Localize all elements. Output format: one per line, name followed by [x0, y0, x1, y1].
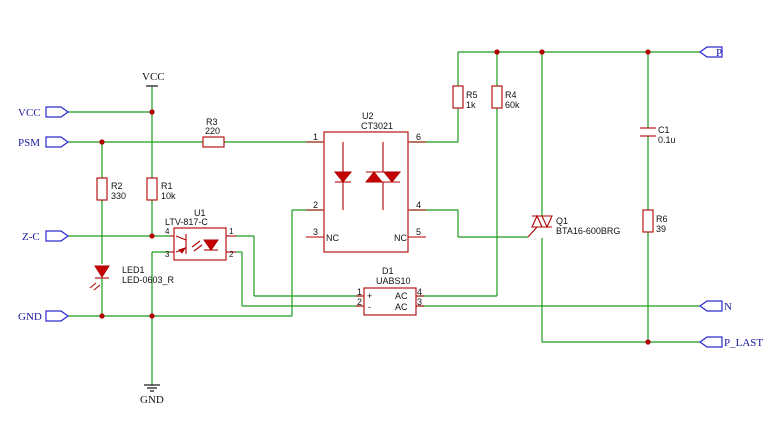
u2-pin5: 5 [416, 227, 421, 237]
d1-pin3: 3 [417, 297, 422, 307]
resistor-r2[interactable]: R2 330 [96, 177, 126, 201]
r2-ref: R2 [111, 181, 123, 191]
port-p-label: P [716, 47, 722, 59]
port-gnd-label: GND [18, 311, 42, 323]
c1-ref: C1 [658, 125, 670, 135]
u1-pin2: 2 [229, 250, 234, 259]
u2-pin2: 2 [313, 200, 318, 210]
capacitor-c1[interactable]: C1 0.1u [640, 125, 676, 145]
junctions [99, 49, 651, 345]
d1-value: UABS10 [376, 276, 411, 286]
r3-value: 220 [205, 126, 220, 136]
u2-pin4: 4 [416, 200, 421, 210]
port-zc-label: Z-C [22, 231, 40, 243]
u2-ref: U2 [362, 111, 374, 121]
r5-ref: R5 [466, 90, 478, 100]
u2-pin1: 1 [313, 132, 318, 142]
r6-ref: R6 [656, 214, 668, 224]
q1-value: BTA16-600BRG [556, 226, 620, 236]
bridge-rectifier-d1[interactable]: 1 2 4 3 + - AC AC D1 UABS10 [356, 266, 424, 316]
u1-pin1: 1 [229, 227, 234, 236]
port-n-label: N [724, 301, 732, 313]
r6-value: 39 [656, 224, 666, 234]
r2-value: 330 [111, 191, 126, 201]
d1-minus: - [368, 302, 371, 312]
port-vcc[interactable]: VCC [18, 106, 70, 119]
u1-ref: U1 [194, 208, 206, 218]
triac-q1[interactable]: Q1 BTA16-600BRG [527, 214, 620, 238]
d1-ac2: AC [395, 302, 408, 312]
resistor-r3[interactable]: R3 220 [202, 117, 225, 148]
resistor-r5[interactable]: R5 1k [452, 85, 478, 110]
port-p-last-label: P_LAST [724, 337, 763, 349]
optocoupler-u1[interactable]: 4 3 1 2 U1 LTV-817-C [165, 208, 236, 261]
port-vcc-label: VCC [18, 107, 41, 119]
resistor-r6[interactable]: R6 39 [642, 209, 668, 234]
port-psm[interactable]: PSM [18, 136, 70, 149]
led-led1[interactable]: LED1 LED-0603_R [89, 265, 175, 291]
port-p[interactable]: P [698, 46, 723, 59]
u1-pin4: 4 [165, 227, 170, 236]
resistor-r4[interactable]: R4 60k [491, 85, 520, 110]
r1-value: 10k [161, 191, 176, 201]
d1-pin1: 1 [357, 287, 362, 297]
wires [68, 51, 700, 385]
r1-ref: R1 [161, 181, 173, 191]
u1-pin3: 3 [165, 250, 170, 259]
u2-pin6: 6 [416, 132, 421, 142]
r4-value: 60k [505, 100, 520, 110]
d1-ac1: AC [395, 291, 408, 301]
r3-ref: R3 [206, 117, 218, 127]
gnd-power-symbol: GND [140, 384, 164, 406]
resistor-r1[interactable]: R1 10k [146, 177, 176, 201]
port-zc[interactable]: Z-C [22, 230, 70, 243]
port-gnd[interactable]: GND [18, 310, 70, 323]
c1-value: 0.1u [658, 135, 676, 145]
led1-value: LED-0603_R [122, 275, 175, 285]
r5-value: 1k [466, 100, 476, 110]
d1-plus: + [367, 291, 372, 301]
port-psm-label: PSM [18, 137, 40, 149]
u2-nc-right: NC [394, 233, 407, 243]
d1-pin4: 4 [417, 287, 422, 297]
port-n[interactable]: N [698, 300, 732, 313]
d1-ref: D1 [382, 266, 394, 276]
u1-value: LTV-817-C [165, 217, 208, 227]
u2-value: CT3021 [361, 121, 393, 131]
q1-ref: Q1 [556, 216, 568, 226]
u2-nc-left: NC [326, 233, 339, 243]
vcc-power-symbol: VCC [142, 71, 165, 87]
u2-pin3: 3 [313, 227, 318, 237]
d1-pin2: 2 [357, 297, 362, 307]
vcc-power-label: VCC [142, 71, 165, 83]
r4-ref: R4 [505, 90, 517, 100]
port-p-last[interactable]: P_LAST [698, 336, 763, 349]
gnd-power-label: GND [140, 394, 164, 406]
optotriac-u2[interactable]: 1 2 3 6 4 5 NC NC U2 CT3021 [306, 111, 426, 253]
led1-ref: LED1 [122, 265, 145, 275]
